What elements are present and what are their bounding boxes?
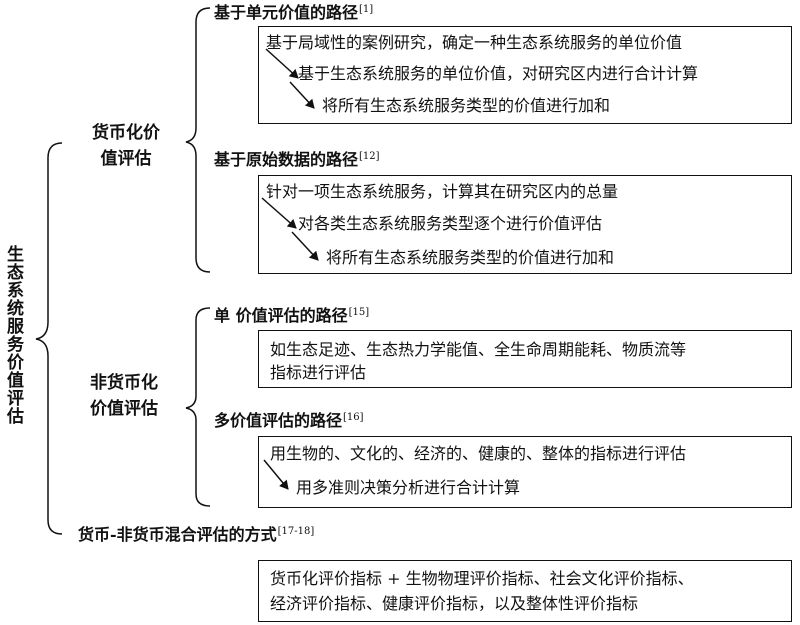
- monetary-label-line2: 值评估: [100, 149, 152, 169]
- hybrid-ref: [17-18]: [277, 526, 315, 537]
- arrow-unit-1: [265, 48, 299, 79]
- arrow-raw-2: [291, 231, 319, 261]
- multi-path-title: 多价值评估的路径[16]: [214, 408, 364, 431]
- multi-path-ref: [16]: [343, 412, 364, 423]
- unit-path-title: 基于单元价值的路径[1]: [214, 0, 373, 23]
- multi-path-step-1: 用生物的、文化的、经济的、健康的、整体的指标进行评估: [270, 444, 687, 463]
- raw-path-step-1: 针对一项生态系统服务，计算其在研究区内的总量: [266, 182, 619, 201]
- raw-path-step-2: 对各类生态系统服务类型逐个进行价值评估: [298, 214, 603, 233]
- multi-path-box: [258, 436, 792, 508]
- unit-path-step-2: 基于生态系统服务的单位价值，对研究区内进行合计计算: [298, 64, 699, 83]
- hybrid-line-2: 经济评价指标、健康评价指标，以及整体性评价指标: [270, 594, 639, 613]
- nonmonetary-brace: [185, 307, 211, 507]
- unit-path-ref: [1]: [359, 4, 374, 15]
- arrow-unit-2: [289, 81, 315, 109]
- raw-path-title: 基于原始数据的路径[12]: [214, 147, 380, 170]
- single-path-line-2: 指标进行评估: [270, 363, 367, 382]
- single-path-box: [258, 330, 792, 388]
- monetary-label-line1: 货币化价: [92, 123, 160, 143]
- root-label: 生态系统服务价值评估: [3, 245, 23, 425]
- root-brace: [35, 142, 63, 535]
- arrow-raw-1: [261, 197, 297, 229]
- unit-path-box: [258, 26, 792, 124]
- unit-path-step-3: 将所有生态系统服务类型的价值进行加和: [322, 96, 611, 115]
- raw-path-title-text: 基于原始数据的路径: [214, 150, 359, 169]
- single-path-ref: [15]: [348, 307, 370, 318]
- arrow-multi-1: [263, 459, 289, 490]
- hybrid-box: [258, 560, 792, 622]
- hybrid-title: 货币-非货币混合评估的方式[17-18]: [78, 522, 314, 545]
- hybrid-title-text: 货币-非货币混合评估的方式: [78, 525, 277, 544]
- monetary-label: 货币化价 值评估: [78, 120, 174, 172]
- raw-path-step-3: 将所有生态系统服务类型的价值进行加和: [326, 248, 615, 267]
- raw-path-box: [258, 175, 792, 274]
- hybrid-line-1: 货币化评价指标 + 生物物理评价指标、社会文化评价指标、: [270, 569, 694, 588]
- nonmonetary-label-line1: 非货币化: [90, 373, 158, 393]
- unit-path-step-1: 基于局域性的案例研究，确定一种生态系统服务的单位价值: [266, 33, 683, 52]
- multi-path-step-2: 用多准则决策分析进行合计计算: [296, 478, 521, 497]
- multi-path-title-text: 多价值评估的路径: [214, 411, 343, 430]
- nonmonetary-label-line2: 价值评估: [90, 399, 158, 419]
- single-path-line-1: 如生态足迹、生态热力学能值、全生命周期能耗、物质流等: [270, 340, 687, 359]
- unit-path-title-text: 基于单元价值的路径: [214, 3, 359, 22]
- monetary-brace: [185, 7, 211, 273]
- raw-path-ref: [12]: [359, 151, 380, 162]
- nonmonetary-label: 非货币化 价值评估: [74, 370, 174, 422]
- single-path-title-text: 单 价值评估的路径: [214, 306, 348, 325]
- single-path-title: 单 价值评估的路径[15]: [214, 303, 369, 326]
